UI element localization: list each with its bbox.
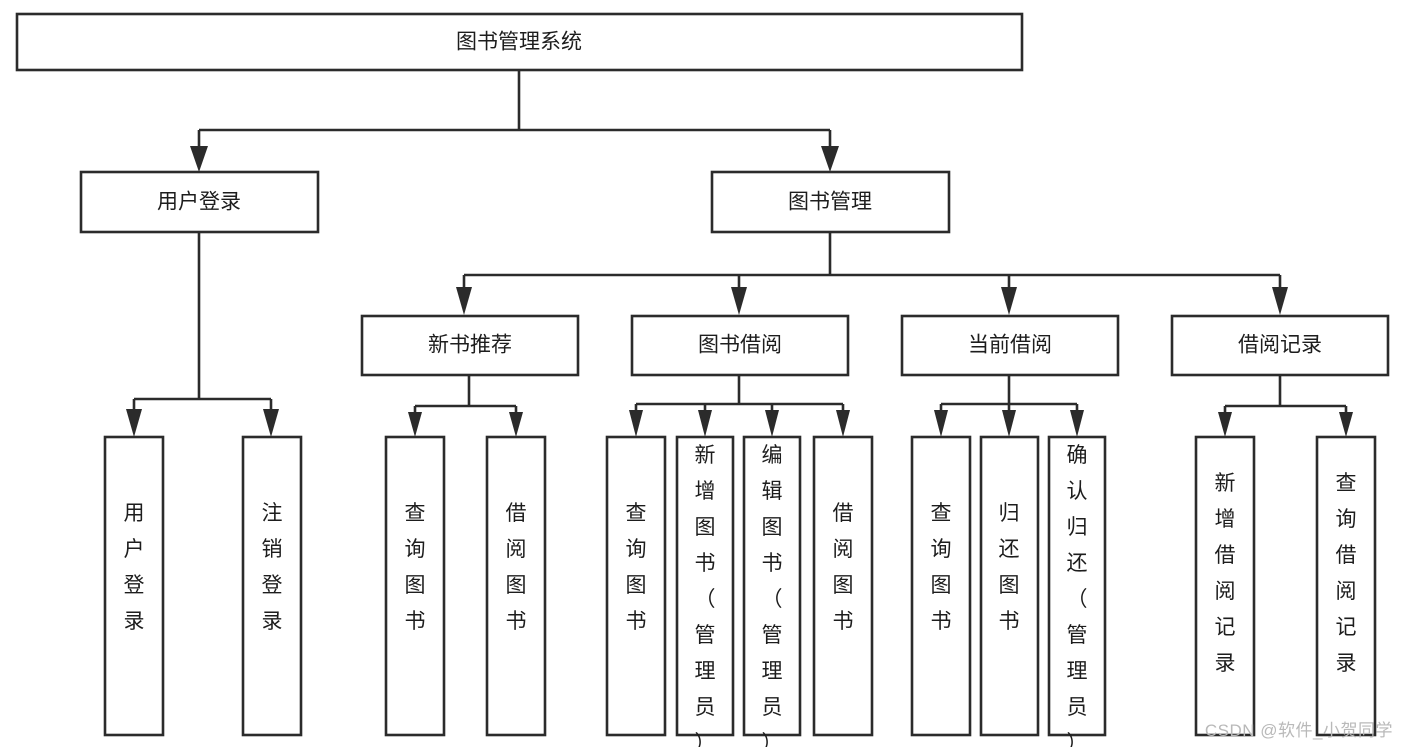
node-leaf-12-label: 新增借阅记录 <box>1215 472 1236 675</box>
node-login-label: 用户登录 <box>157 191 241 214</box>
arrow-leaf-12 <box>1218 412 1232 437</box>
node-current-box[interactable] <box>900 314 1120 377</box>
node-leaf-4-label: 借阅图书 <box>506 502 527 633</box>
connector-layer <box>126 70 1353 437</box>
node-root-box[interactable] <box>15 12 1024 72</box>
node-leaf-4[interactable]: 借阅图书 <box>485 435 547 737</box>
node-leaf-2-label: 注销登录 <box>262 502 283 633</box>
node-bookmgmt[interactable]: 图书管理 <box>710 170 951 234</box>
arrow-leaf-9 <box>934 410 948 437</box>
node-current-label: 当前借阅 <box>968 334 1052 357</box>
node-borrow-box[interactable] <box>630 314 850 377</box>
node-leaf-7[interactable]: 编辑图书（管理员） <box>742 435 802 747</box>
node-login[interactable]: 用户登录 <box>79 170 320 234</box>
node-leaf-12-box[interactable] <box>1194 435 1256 737</box>
node-leaf-6-box[interactable] <box>675 435 735 737</box>
node-current[interactable]: 当前借阅 <box>900 314 1120 377</box>
node-leaf-7-box[interactable] <box>742 435 802 737</box>
node-leaf-9-box[interactable] <box>910 435 972 737</box>
node-leaf-5-label: 查询图书 <box>626 502 647 633</box>
node-leaf-9-label: 查询图书 <box>931 502 952 633</box>
node-leaf-12[interactable]: 新增借阅记录 <box>1194 435 1256 737</box>
node-leaf-13-label: 查询借阅记录 <box>1336 472 1357 675</box>
node-leaf-9[interactable]: 查询图书 <box>910 435 972 737</box>
node-leaf-1-label: 用户登录 <box>124 502 145 633</box>
node-leaf-1-box[interactable] <box>103 435 165 737</box>
arrow-to-login <box>190 146 208 172</box>
node-records-box[interactable] <box>1170 314 1390 377</box>
node-leaf-3[interactable]: 查询图书 <box>384 435 446 737</box>
arrow-leaf-5 <box>629 410 643 437</box>
node-leaf-13[interactable]: 查询借阅记录 <box>1315 435 1377 737</box>
node-borrow-label: 图书借阅 <box>698 334 782 357</box>
node-leaf-5-box[interactable] <box>605 435 667 737</box>
node-bookmgmt-label: 图书管理 <box>788 191 872 214</box>
arrow-leaf-1 <box>126 409 142 437</box>
arrow-leaf-13 <box>1339 412 1353 437</box>
arrow-to-newbook <box>456 287 472 315</box>
node-leaf-11[interactable]: 确认归还（管理员） <box>1047 435 1107 747</box>
node-leaf-10-box[interactable] <box>979 435 1040 737</box>
node-leaf-5[interactable]: 查询图书 <box>605 435 667 737</box>
arrow-leaf-4 <box>509 412 523 437</box>
arrow-leaf-8 <box>836 410 850 437</box>
arrow-to-bookmgmt <box>821 146 839 172</box>
arrow-to-records <box>1272 287 1288 315</box>
arrow-leaf-7 <box>765 410 779 437</box>
arrow-leaf-11 <box>1070 410 1084 437</box>
arrow-leaf-3 <box>408 412 422 437</box>
node-leaf-8[interactable]: 借阅图书 <box>812 435 874 737</box>
node-borrow[interactable]: 图书借阅 <box>630 314 850 377</box>
node-root[interactable]: 图书管理系统 <box>15 12 1024 72</box>
node-leaf-11-box[interactable] <box>1047 435 1107 737</box>
node-leaf-6[interactable]: 新增图书（管理员） <box>675 435 735 747</box>
arrow-leaf-6 <box>698 410 712 437</box>
node-leaf-8-label: 借阅图书 <box>833 502 854 633</box>
arrow-to-current <box>1001 287 1017 315</box>
node-newbook-label: 新书推荐 <box>428 334 512 357</box>
node-login-box[interactable] <box>79 170 320 234</box>
node-records[interactable]: 借阅记录 <box>1170 314 1390 377</box>
node-records-label: 借阅记录 <box>1238 334 1322 357</box>
node-leaf-2-box[interactable] <box>241 435 303 737</box>
node-leaf-1[interactable]: 用户登录 <box>103 435 165 737</box>
node-leaf-4-box[interactable] <box>485 435 547 737</box>
node-root-label: 图书管理系统 <box>456 31 582 54</box>
node-leaf-7-label: 编辑图书（管理员） <box>762 444 783 747</box>
node-newbook[interactable]: 新书推荐 <box>360 314 580 377</box>
arrow-to-borrow <box>731 287 747 315</box>
node-leaf-2[interactable]: 注销登录 <box>241 435 303 737</box>
node-leaf-13-box[interactable] <box>1315 435 1377 737</box>
arrow-leaf-2 <box>263 409 279 437</box>
node-leaf-8-box[interactable] <box>812 435 874 737</box>
node-newbook-box[interactable] <box>360 314 580 377</box>
node-leaf-3-label: 查询图书 <box>405 502 426 633</box>
arrow-leaf-10 <box>1002 410 1016 437</box>
node-leaf-10-label: 归还图书 <box>999 502 1020 633</box>
node-bookmgmt-box[interactable] <box>710 170 951 234</box>
node-leaf-11-label: 确认归还（管理员） <box>1067 444 1088 747</box>
node-leaf-3-box[interactable] <box>384 435 446 737</box>
node-leaf-6-label: 新增图书（管理员） <box>695 444 716 747</box>
node-leaf-10[interactable]: 归还图书 <box>979 435 1040 737</box>
